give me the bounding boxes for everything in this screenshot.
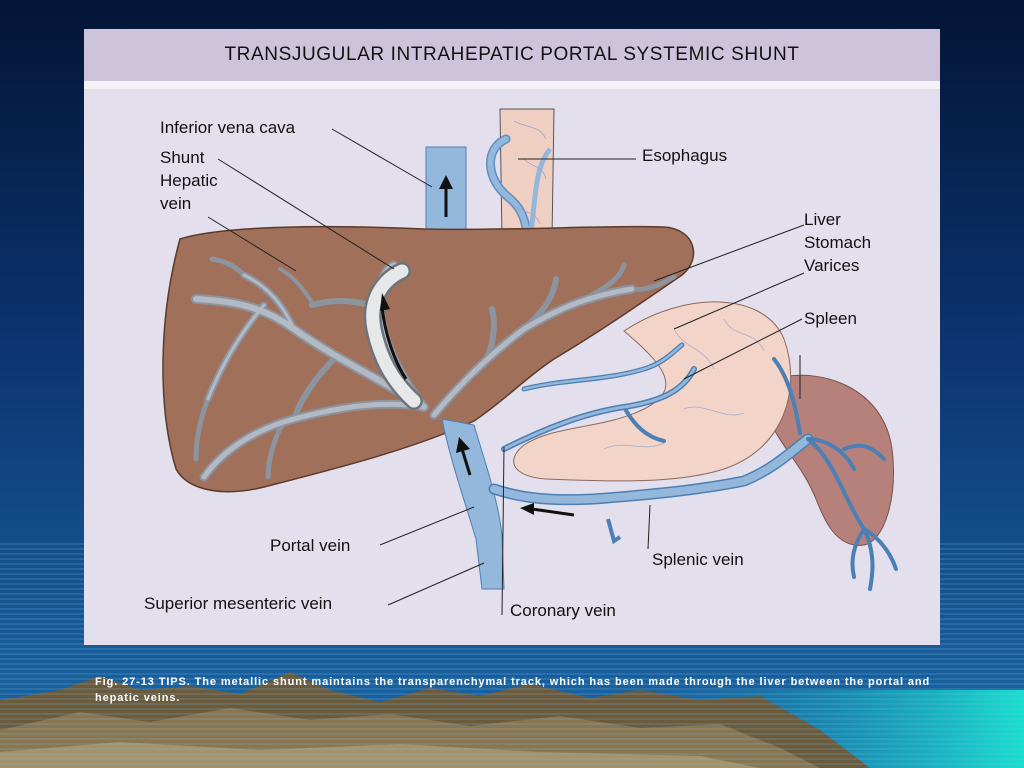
label-liver: Liver <box>804 210 841 229</box>
splenic-flow-arrow <box>531 507 575 517</box>
portal-flow-arrow <box>460 448 472 476</box>
label-inferior-vena-cava: Inferior vena cava <box>160 118 296 137</box>
label-hepatic: Hepatic <box>160 171 218 190</box>
label-vein: vein <box>160 194 191 213</box>
label-esophagus: Esophagus <box>642 146 727 165</box>
diagram-title: TRANSJUGULAR INTRAHEPATIC PORTAL SYSTEMI… <box>224 44 800 65</box>
label-varices: Varices <box>804 256 859 275</box>
tips-diagram: Inferior vena cava Shunt Hepatic vein Es… <box>144 108 898 620</box>
label-portal-vein: Portal vein <box>270 536 350 555</box>
label-stomach: Stomach <box>804 233 871 252</box>
figure-caption: Fig. 27-13 TIPS. The metallic shunt main… <box>95 676 931 704</box>
leader-lines <box>207 128 805 616</box>
shunt-flow-arrow <box>380 293 390 311</box>
title-band: TRANSJUGULAR INTRAHEPATIC PORTAL SYSTEMI… <box>84 29 940 81</box>
liver <box>162 225 695 493</box>
label-coronary-vein: Coronary vein <box>510 601 616 620</box>
label-spleen: Spleen <box>804 309 857 328</box>
portal-vein <box>441 418 505 590</box>
label-splenic-vein: Splenic vein <box>652 550 744 569</box>
figure-panel: TRANSJUGULAR INTRAHEPATIC PORTAL SYSTEMI… <box>84 29 940 645</box>
label-shunt: Shunt <box>160 148 205 167</box>
label-superior-mesenteric-vein: Superior mesenteric vein <box>144 594 332 613</box>
title-divider <box>84 81 940 89</box>
stomach <box>513 301 792 482</box>
spleen <box>773 374 894 546</box>
